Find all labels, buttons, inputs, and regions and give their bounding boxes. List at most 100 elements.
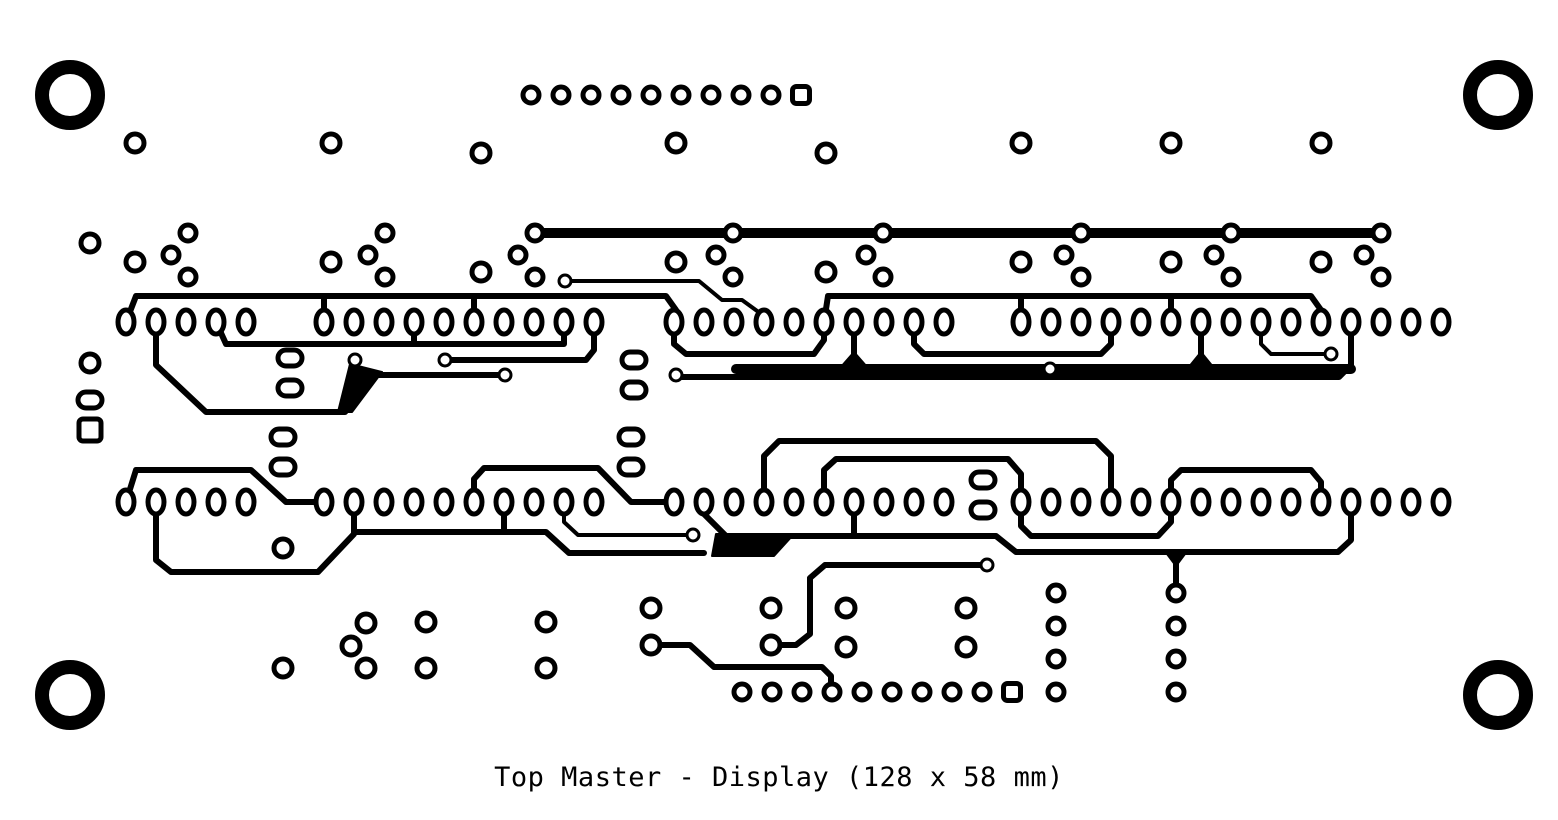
mounting-hole: [1463, 660, 1533, 730]
pad: [1165, 648, 1187, 670]
display-pin: [1220, 487, 1242, 517]
oval-pad: [75, 389, 105, 411]
display-pin: [1130, 487, 1152, 517]
display-pin: [723, 307, 745, 337]
display-pin: [523, 487, 545, 517]
copper-pour: [337, 363, 383, 413]
pad: [814, 260, 838, 284]
display-pin: [1010, 307, 1032, 337]
display-pin: [663, 307, 685, 337]
display-pin: [843, 487, 865, 517]
display-pin: [1400, 307, 1422, 337]
display-pin: [493, 307, 515, 337]
display-pin: [463, 307, 485, 337]
trace: [648, 642, 834, 695]
display-pin: [175, 307, 197, 337]
pad: [339, 634, 363, 658]
pad: [1159, 131, 1183, 155]
transistor-pin: [872, 222, 894, 244]
copper-pour: [711, 533, 795, 557]
display-pin: [1160, 307, 1182, 337]
pad: [954, 635, 978, 659]
display-pin: [783, 487, 805, 517]
pad: [1159, 250, 1183, 274]
transistor-pin: [177, 222, 199, 244]
display-pin: [145, 487, 167, 517]
transistor-pin: [1370, 222, 1392, 244]
connector-pin: [971, 681, 993, 703]
display-pin: [1220, 307, 1242, 337]
pad: [1045, 648, 1067, 670]
via: [1042, 361, 1058, 377]
transistor-pin: [524, 222, 546, 244]
connector-pin: [730, 84, 752, 106]
transistor-pin: [374, 222, 396, 244]
transistor-pin: [507, 244, 529, 266]
connector-pin: [520, 84, 542, 106]
pad: [814, 141, 838, 165]
display-pin: [433, 487, 455, 517]
trace: [911, 319, 1114, 357]
trace: [768, 562, 990, 648]
display-pin: [553, 487, 575, 517]
display-pin: [1100, 487, 1122, 517]
display-pin: [373, 307, 395, 337]
transistor-pin: [160, 244, 182, 266]
display-pin: [1040, 307, 1062, 337]
display-pin: [1310, 487, 1332, 517]
pad: [639, 633, 663, 657]
pad: [664, 250, 688, 274]
display-pin: [313, 307, 335, 337]
connector-pin: [1001, 681, 1023, 703]
display-pin: [1430, 307, 1452, 337]
via: [497, 367, 513, 383]
connector-pin: [580, 84, 602, 106]
display-pin: [145, 307, 167, 337]
display-pin: [873, 487, 895, 517]
mounting-hole: [35, 660, 105, 730]
connector-pin: [791, 681, 813, 703]
connector-pin: [731, 681, 753, 703]
display-pin: [235, 307, 257, 337]
pad: [1009, 250, 1033, 274]
display-pin: [1400, 487, 1422, 517]
oval-pad: [275, 377, 305, 399]
display-pin: [1130, 307, 1152, 337]
via: [437, 352, 453, 368]
via: [685, 527, 701, 543]
trace: [1168, 467, 1324, 505]
connector-pin: [610, 84, 632, 106]
connector-pin: [851, 681, 873, 703]
copper-traces: [123, 228, 1386, 695]
pad: [534, 656, 558, 680]
pad: [639, 596, 663, 620]
connector-pin: [670, 84, 692, 106]
display-pin: [1310, 307, 1332, 337]
display-pin: [1280, 307, 1302, 337]
oval-pad: [968, 499, 998, 521]
display-pin: [843, 307, 865, 337]
pad: [834, 635, 858, 659]
copper-pour: [1187, 351, 1215, 369]
pad: [78, 231, 102, 255]
transistor-pin: [1070, 266, 1092, 288]
display-pin: [813, 307, 835, 337]
pad: [354, 656, 378, 680]
pad: [319, 250, 343, 274]
pad: [319, 131, 343, 155]
copper-pads: [35, 60, 1533, 730]
pad: [354, 611, 378, 635]
display-pin: [235, 487, 257, 517]
pad: [78, 351, 102, 375]
display-pin: [1100, 307, 1122, 337]
display-pin: [1010, 487, 1032, 517]
copper-pour: [839, 351, 869, 369]
display-pin: [205, 307, 227, 337]
display-pin: [1430, 487, 1452, 517]
oval-pad: [616, 456, 646, 478]
connector-pin: [761, 681, 783, 703]
connector-pin: [941, 681, 963, 703]
display-pin: [403, 487, 425, 517]
transistor-pin: [1220, 266, 1242, 288]
display-pin: [1280, 487, 1302, 517]
